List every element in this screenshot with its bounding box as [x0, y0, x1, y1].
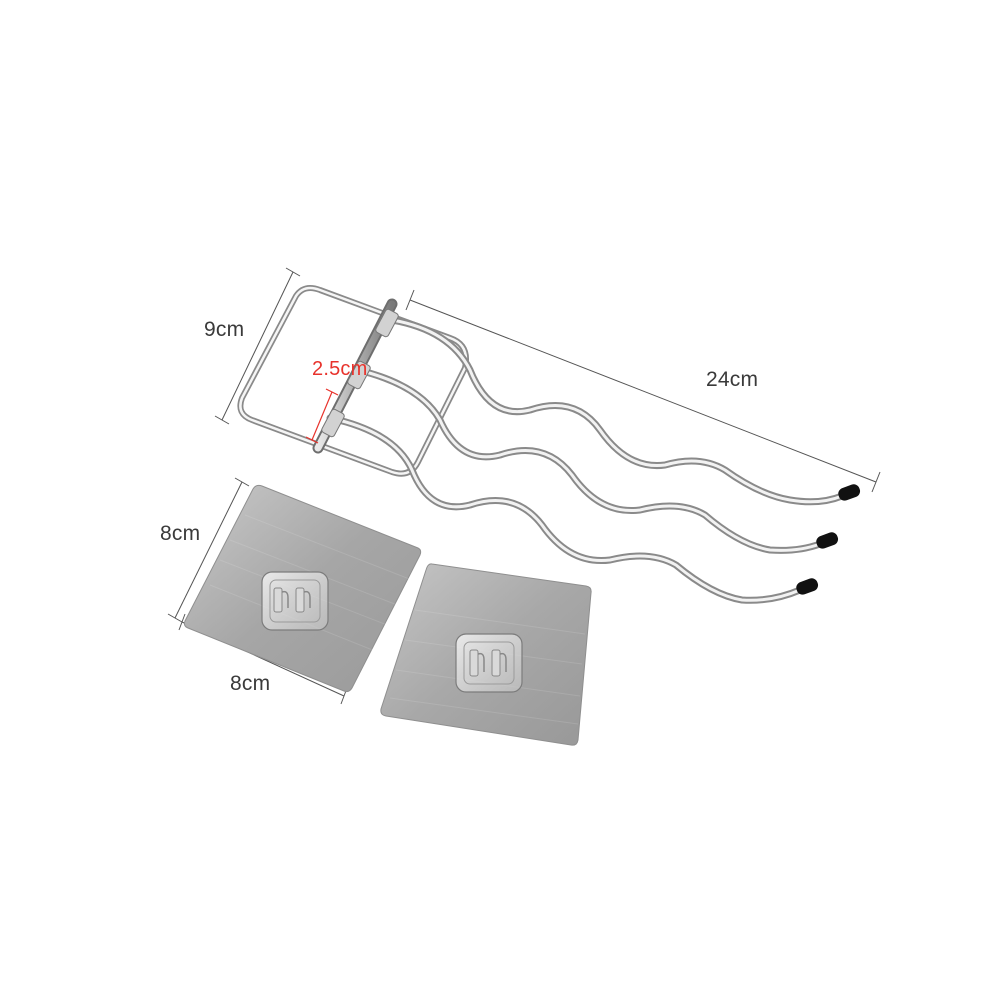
spacing-marker	[305, 388, 339, 444]
transparent-hook-icon	[455, 633, 523, 693]
hinge-bar	[312, 298, 399, 454]
adhesive-pad-icon	[183, 484, 422, 693]
hanger-arm	[388, 316, 846, 506]
chrome-wave-hanger-icon	[237, 285, 861, 604]
rubber-tip-icon	[796, 484, 861, 595]
height-label: 9cm	[204, 318, 245, 341]
height-dimension-line	[221, 271, 294, 421]
transparent-hook-icon	[261, 571, 329, 631]
pad-height-dimension-line	[174, 481, 243, 619]
spacing-label: 2.5cm	[312, 358, 368, 380]
pad-height-label: 8cm	[160, 522, 201, 545]
hanger-arm	[354, 366, 824, 554]
pad-width-label: 8cm	[230, 672, 271, 695]
length-dimension-line	[409, 299, 877, 483]
adhesive-pad-icon	[380, 563, 592, 746]
hanger-arm	[326, 414, 804, 604]
length-label: 24cm	[706, 368, 759, 391]
